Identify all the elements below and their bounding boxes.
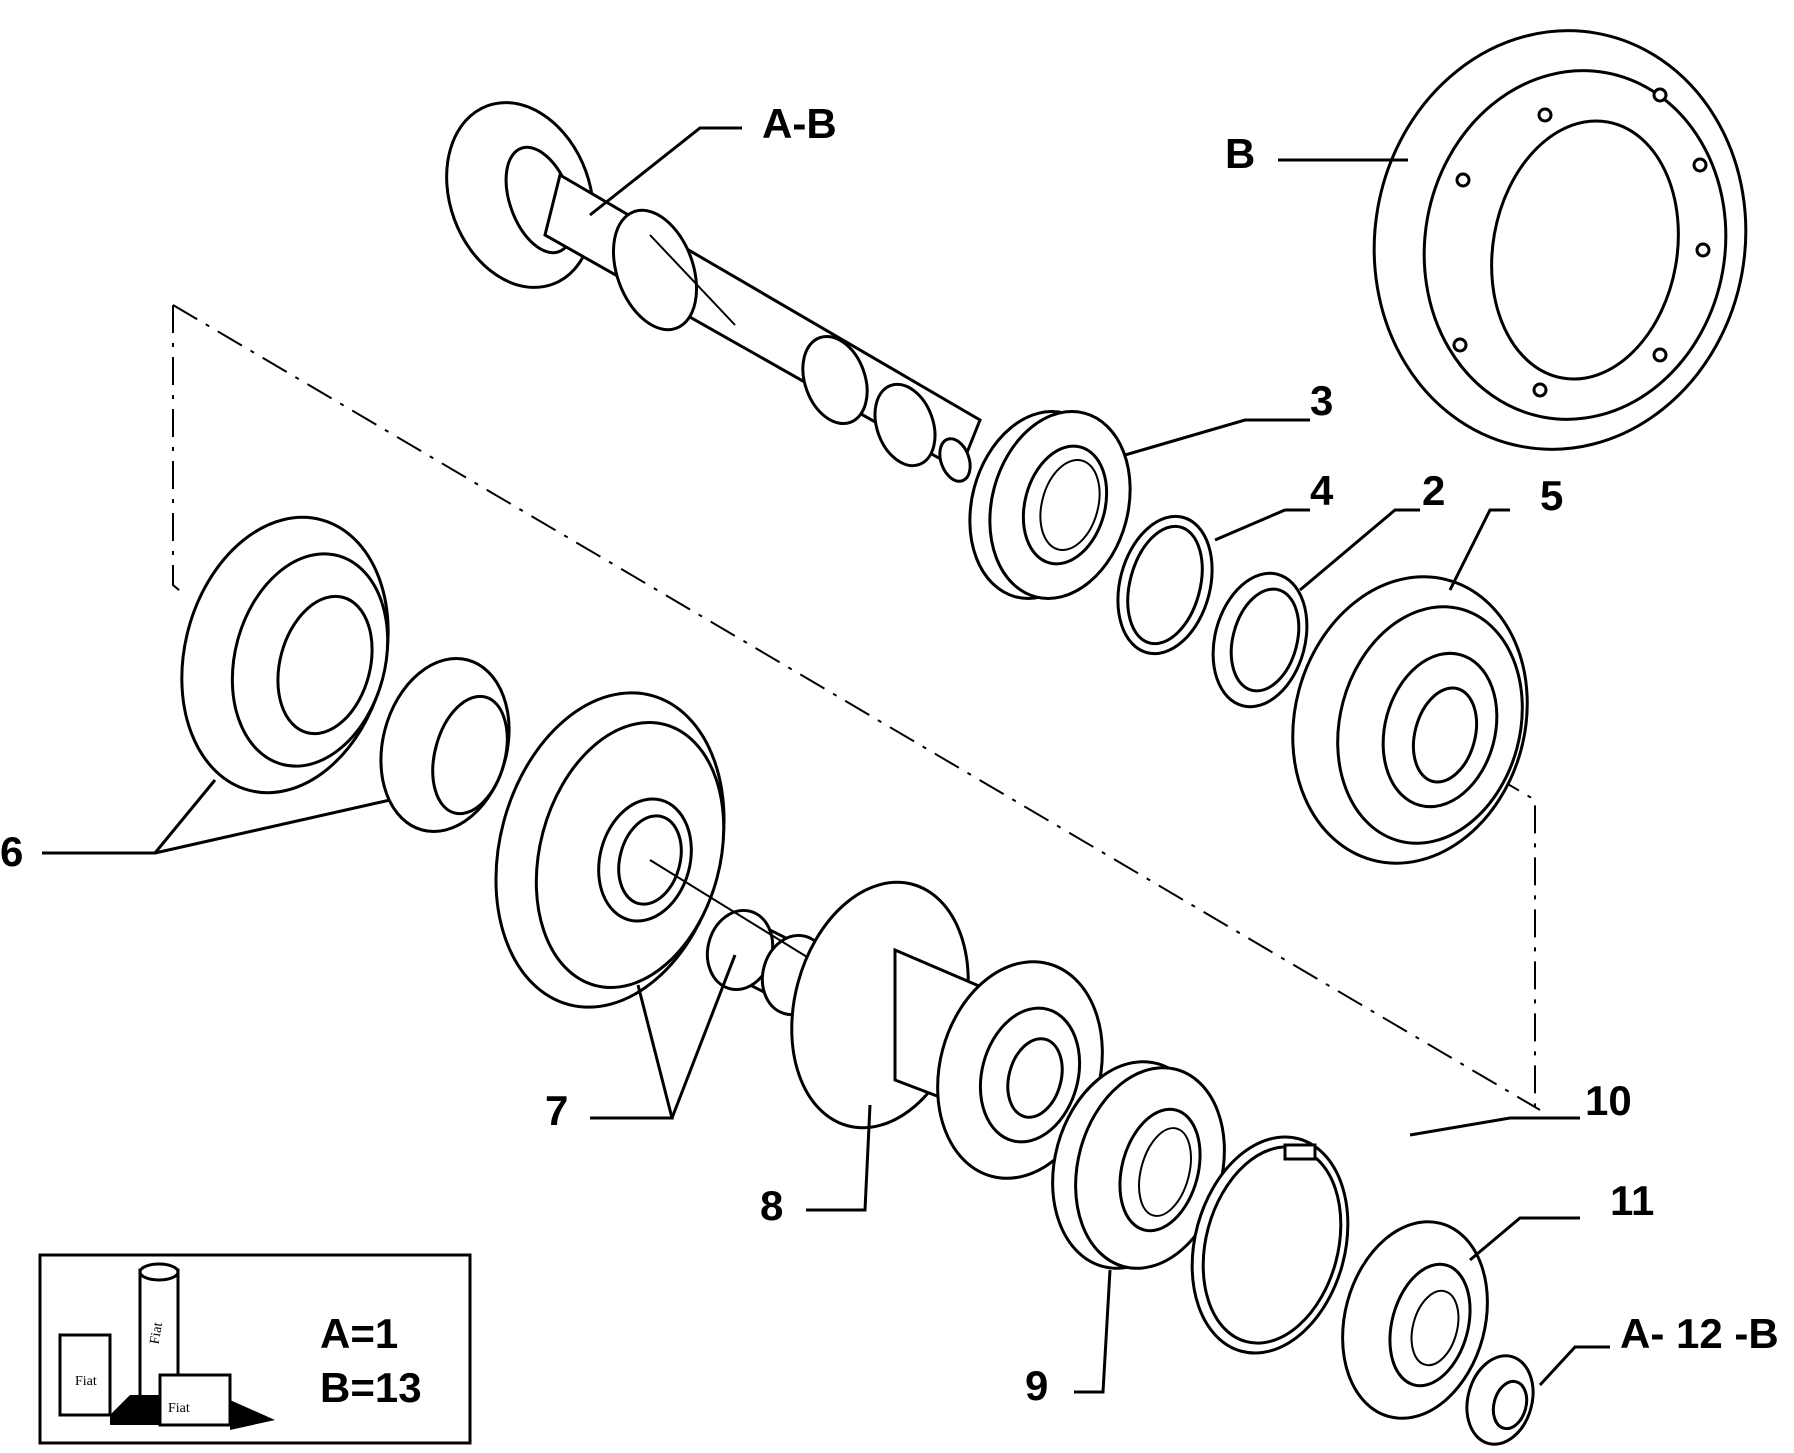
label-2: 2 <box>1422 467 1445 514</box>
snap-ring-10 <box>1190 1135 1350 1355</box>
label-10: 10 <box>1585 1077 1632 1124</box>
legend-box: Fiat Fiat Fiat A=1 B=13 <box>38 1253 472 1445</box>
snap-ring-4 <box>1116 514 1214 656</box>
label-7: 7 <box>545 1087 568 1134</box>
legend-b-value: B=13 <box>320 1364 422 1411</box>
label-11: 11 <box>1610 1177 1654 1224</box>
ring-gear-b <box>1372 29 1748 451</box>
gear-5 <box>1291 575 1529 865</box>
brand-text-3: Fiat <box>148 1321 167 1345</box>
gear-assembly-7 <box>494 691 830 1017</box>
fiat-containers-icon: Fiat Fiat Fiat <box>58 1262 275 1430</box>
double-gear-8 <box>790 880 1104 1180</box>
label-9: 9 <box>1025 1362 1048 1409</box>
brand-text-2: Fiat <box>168 1401 190 1416</box>
nut-12 <box>1465 1354 1535 1446</box>
label-a-12-b: A- 12 -B <box>1620 1310 1779 1357</box>
label-5: 5 <box>1540 472 1563 519</box>
bearing-9 <box>1051 1060 1226 1270</box>
washer-2 <box>1211 571 1309 709</box>
label-b: B <box>1225 130 1255 177</box>
legend-a-value: A=1 <box>320 1310 398 1357</box>
gear-11 <box>1341 1220 1489 1420</box>
label-a-b: A-B <box>762 100 837 147</box>
leader-lines <box>42 126 1610 1394</box>
alignment-lines <box>172 304 1541 1111</box>
bearing-3 <box>968 410 1132 600</box>
main-shaft <box>445 101 982 483</box>
gear-assembly-6 <box>180 515 511 834</box>
label-3: 3 <box>1310 377 1333 424</box>
label-6: 6 <box>0 828 23 875</box>
label-8: 8 <box>760 1182 783 1229</box>
label-4: 4 <box>1310 467 1334 514</box>
brand-text-1: Fiat <box>75 1374 97 1389</box>
part-labels: A-B B 3 4 2 5 6 7 8 9 10 11 A- 12 -B <box>0 100 1779 1409</box>
